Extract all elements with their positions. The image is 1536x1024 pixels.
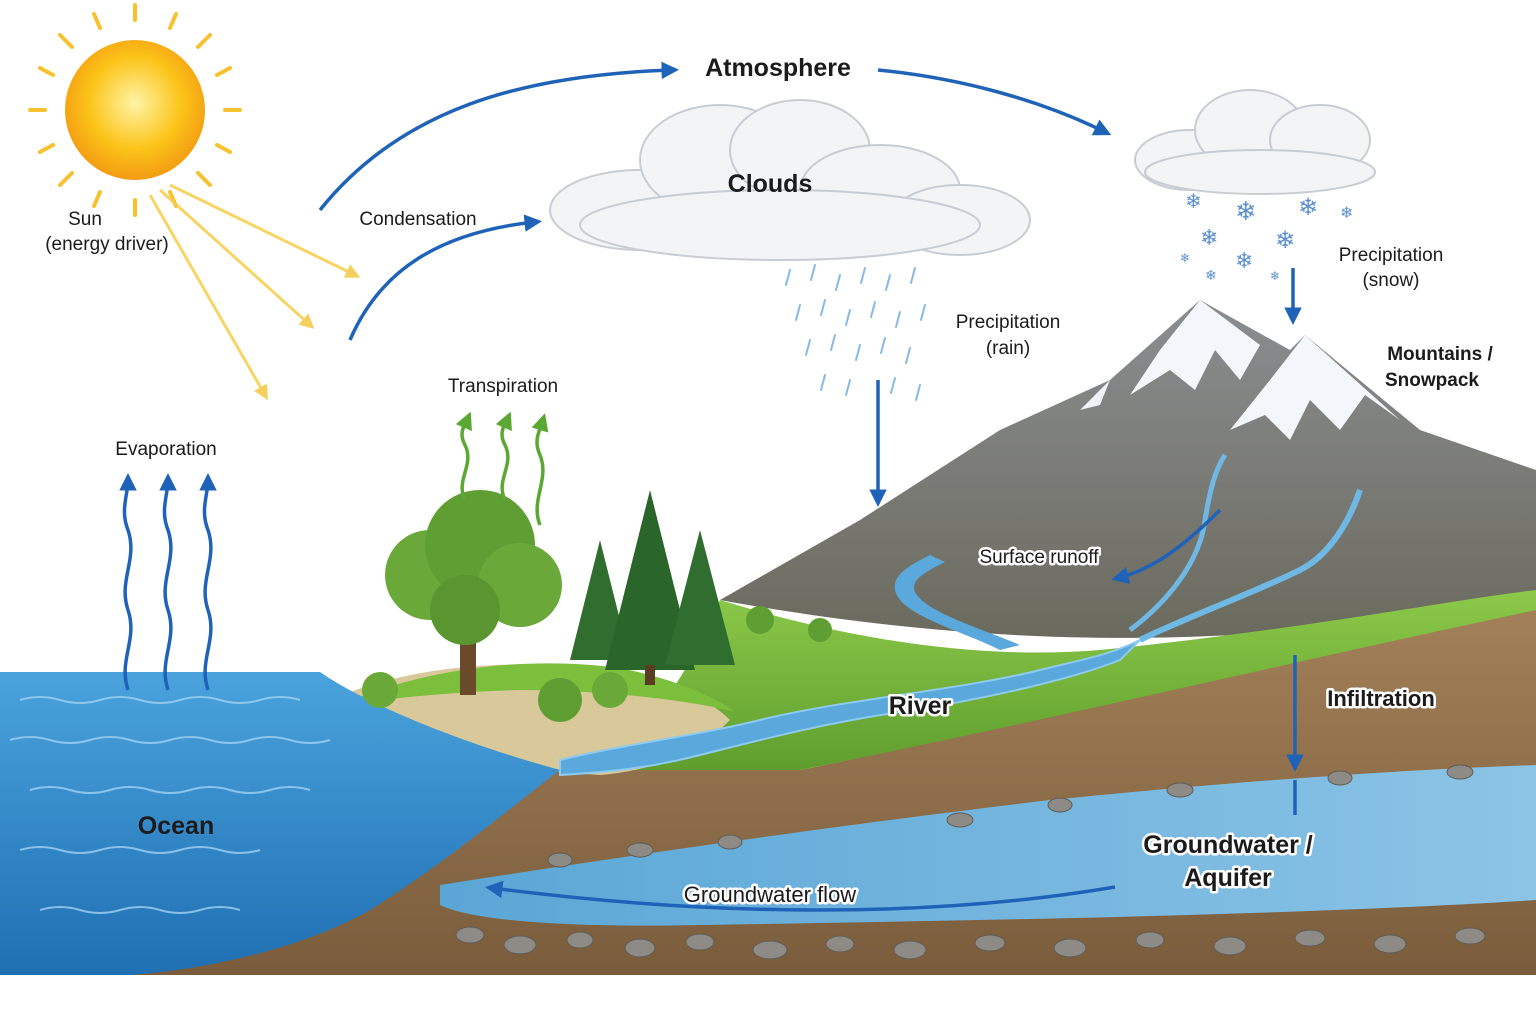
label-evaporation: Evaporation	[115, 439, 216, 460]
river-upper	[894, 555, 1020, 650]
label-surface-runoff: Surface runoff	[979, 547, 1099, 568]
svg-text:❄: ❄	[1185, 189, 1202, 213]
mountains	[720, 300, 1536, 638]
ocean	[0, 672, 560, 975]
rain-cloud	[549, 99, 1031, 261]
sun-rays	[148, 183, 361, 401]
evaporation-arrows	[119, 473, 217, 691]
pebble-band	[455, 764, 1486, 960]
label-precip-rain: Precipitation	[956, 312, 1061, 333]
labels: Sun (energy driver) Atmosphere Condensat…	[45, 54, 1493, 910]
svg-text:❄: ❄	[1270, 269, 1280, 283]
snow-cloud	[1134, 89, 1376, 195]
svg-text:❄: ❄	[1180, 251, 1190, 265]
sun-disk	[65, 40, 205, 180]
arrow-groundwater-flow	[485, 880, 1116, 912]
label-transpiration: Transpiration	[448, 376, 558, 397]
svg-text:❄: ❄	[1298, 193, 1318, 221]
label-condensation: Condensation	[359, 209, 476, 230]
arrow-to-atmosphere	[318, 61, 679, 212]
trees	[362, 490, 832, 722]
river	[559, 639, 1141, 777]
transpiration-arrows	[455, 411, 549, 526]
label-mountains: Mountains /	[1387, 344, 1493, 365]
arrow-condensation	[348, 214, 542, 341]
label-infiltration: Infiltration	[1327, 686, 1435, 711]
label-river: River	[889, 692, 952, 720]
label-precip-rain-sub: (rain)	[986, 338, 1030, 359]
svg-text:❄: ❄	[1275, 226, 1295, 254]
label-sun-sub: (energy driver)	[45, 234, 169, 255]
label-mountains-sub: Snowpack	[1385, 370, 1479, 391]
sun	[28, 3, 242, 217]
label-atmosphere: Atmosphere	[705, 54, 851, 82]
ocean-waves	[9, 696, 331, 914]
svg-text:❄: ❄	[1340, 203, 1353, 222]
label-clouds: Clouds	[728, 170, 813, 198]
label-groundwater: Groundwater /	[1143, 831, 1313, 859]
svg-text:❄: ❄	[1235, 197, 1257, 227]
mountain-stream	[1138, 489, 1363, 643]
svg-text:❄: ❄	[1235, 249, 1253, 274]
arrow-atmosphere-to-snow-cloud	[877, 68, 1112, 136]
svg-text:❄: ❄	[1200, 226, 1218, 251]
process-arrows	[318, 61, 1304, 912]
arrow-surface-runoff	[1111, 508, 1222, 584]
aquifer-layer	[440, 765, 1536, 926]
label-precip-snow-sub: (snow)	[1362, 270, 1419, 291]
snowpack	[1130, 300, 1260, 395]
label-sun: Sun	[68, 209, 102, 230]
svg-text:❄: ❄	[1205, 268, 1217, 284]
label-precip-snow: Precipitation	[1339, 245, 1444, 266]
label-groundwater-flow: Groundwater flow	[684, 882, 857, 907]
snowflakes: ❄ ❄ ❄ ❄ ❄ ❄ ❄ ❄ ❄ ❄	[1180, 189, 1353, 284]
label-groundwater-sub: Aquifer	[1184, 864, 1272, 892]
label-ocean: Ocean	[138, 812, 214, 840]
rain-drops	[785, 264, 926, 401]
